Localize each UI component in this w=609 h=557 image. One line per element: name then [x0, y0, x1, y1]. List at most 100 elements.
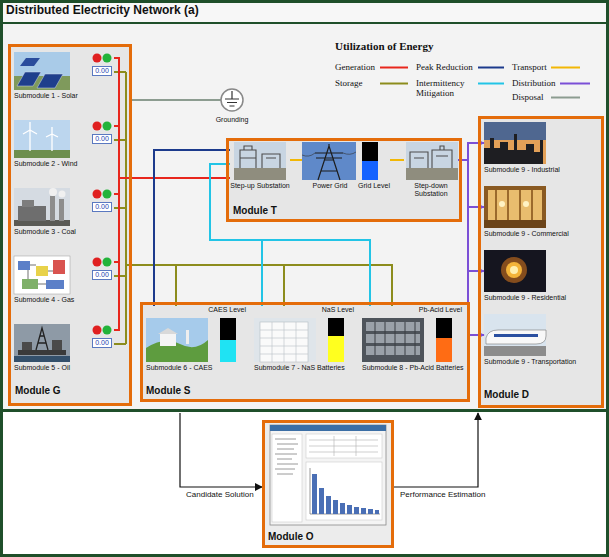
commercial-picture	[484, 186, 546, 228]
connector	[132, 99, 205, 101]
gas-picture	[36, 266, 48, 276]
legend-entry: Disposal	[512, 92, 544, 102]
caes-picture	[158, 328, 178, 334]
optimizer-screenshot	[312, 474, 379, 514]
caes-picture	[146, 340, 208, 362]
flow-label: Candidate Solution	[186, 490, 266, 499]
submodule-tile: Submodule 4 - Gas	[12, 254, 114, 306]
grounding-symbol	[221, 89, 243, 111]
module-box: Module DSubmodule 9 - IndustrialSubmodul…	[478, 116, 604, 408]
submodule-caption: Submodule 3 - Coal	[14, 228, 112, 236]
meter-value: 0.00	[92, 270, 112, 280]
submodule-tile: Submodule 5 - Oil	[12, 322, 114, 374]
commercial-picture	[484, 220, 546, 228]
submodule-caption: Submodule 9 - Industrial	[484, 166, 598, 174]
flow-label: Performance Estimation	[400, 490, 492, 499]
lead-acid-picture	[366, 346, 420, 355]
oil-picture	[22, 342, 32, 350]
submodule-tile: Submodule 9 - Industrial	[484, 122, 598, 176]
legend-entry: Peak Reduction	[416, 62, 473, 72]
submodule-caption: Power Grid	[302, 182, 358, 190]
legend-entry: Intermittency Mitigation	[416, 78, 474, 99]
transportation-picture	[484, 314, 546, 356]
level-label: Grid Level	[358, 182, 390, 190]
optimizer-screenshot	[319, 488, 324, 514]
commercial-picture	[523, 201, 529, 207]
residential-picture	[501, 257, 527, 283]
power-grid-picture	[302, 142, 356, 180]
power-grid-tile: Power GridGrid Level	[302, 142, 390, 192]
wind-picture	[14, 120, 70, 158]
substation-picture	[240, 146, 280, 168]
residential-picture	[484, 250, 546, 292]
optimizer-screenshot	[306, 434, 382, 458]
gas-picture	[53, 260, 65, 274]
caes-picture	[160, 334, 176, 346]
industrial-picture	[484, 122, 546, 164]
module-fill	[262, 420, 394, 548]
lead-acid-picture	[362, 318, 424, 362]
optimizer-screenshot	[310, 468, 380, 514]
submodule-tile: Submodule 6 - CAESCAES Level	[146, 306, 248, 374]
legend-entry: Transport	[512, 62, 547, 72]
submodule-tile: Submodule 1 - Solar	[12, 50, 114, 102]
submodule-tile: Submodule 2 - Wind	[12, 118, 114, 170]
nas-picture	[254, 318, 316, 362]
solar-picture	[37, 74, 63, 88]
submodule-caption: Submodule 4 - Gas	[14, 296, 112, 304]
gas-picture	[14, 256, 70, 294]
legend-entry: Generation	[335, 62, 375, 72]
module-fill	[226, 138, 462, 222]
submodule-tile: Submodule 7 - NaS BatteriesNaS Level	[254, 306, 356, 374]
frame	[3, 24, 606, 409]
substation-picture	[410, 146, 452, 168]
loop-arrow	[180, 413, 262, 487]
solar-picture	[14, 52, 70, 90]
submodule-tile: Submodule 9 - Commercial	[484, 186, 598, 240]
optimizer-screenshot	[306, 462, 382, 520]
solar-picture	[14, 52, 70, 90]
legend-sample	[478, 67, 504, 69]
level-bar	[220, 142, 452, 362]
lead-acid-picture	[375, 322, 415, 355]
status-light	[103, 54, 112, 63]
optimizer-screenshot	[312, 474, 317, 514]
legend-sample	[551, 67, 580, 69]
commercial-picture	[499, 201, 505, 207]
gas-picture	[14, 256, 70, 294]
substation-picture	[406, 168, 458, 180]
transportation-picture	[484, 314, 546, 356]
module-label: Module G	[15, 385, 125, 397]
coal-picture	[59, 199, 64, 221]
substation-picture	[234, 142, 458, 180]
loop-arrow	[180, 413, 478, 487]
optimizer-screenshot	[309, 436, 378, 456]
gas-picture	[28, 265, 53, 284]
status-light	[93, 258, 102, 267]
frame	[3, 3, 606, 22]
substation-picture	[406, 142, 458, 180]
industrial-picture	[484, 134, 543, 164]
oil-picture	[14, 324, 70, 362]
power-grid-picture	[302, 142, 356, 180]
submodule-tile: Submodule 3 - Coal	[12, 186, 114, 238]
level-bar	[436, 318, 452, 362]
transportation-picture	[484, 346, 546, 356]
wind-picture	[14, 120, 70, 158]
power-grid-picture	[315, 144, 343, 180]
caes-picture	[146, 318, 208, 362]
nas-picture	[254, 318, 316, 362]
optimizer-screenshot	[368, 509, 373, 514]
nas-picture	[260, 322, 308, 362]
industrial-picture	[484, 122, 546, 164]
level-label: Pb-Acid Level	[384, 306, 462, 314]
oil-picture	[14, 356, 70, 362]
coal-picture	[49, 188, 57, 196]
optimizer-screenshot	[333, 500, 338, 514]
caes-picture	[186, 330, 189, 344]
connector	[154, 150, 230, 306]
substation-tile: Step-up Substation	[230, 142, 290, 192]
submodule-caption: Submodule 2 - Wind	[14, 160, 112, 168]
diagram-title: Distributed Electricity Network (a)	[6, 4, 199, 18]
submodule-caption: Step-down Substation	[404, 182, 458, 198]
